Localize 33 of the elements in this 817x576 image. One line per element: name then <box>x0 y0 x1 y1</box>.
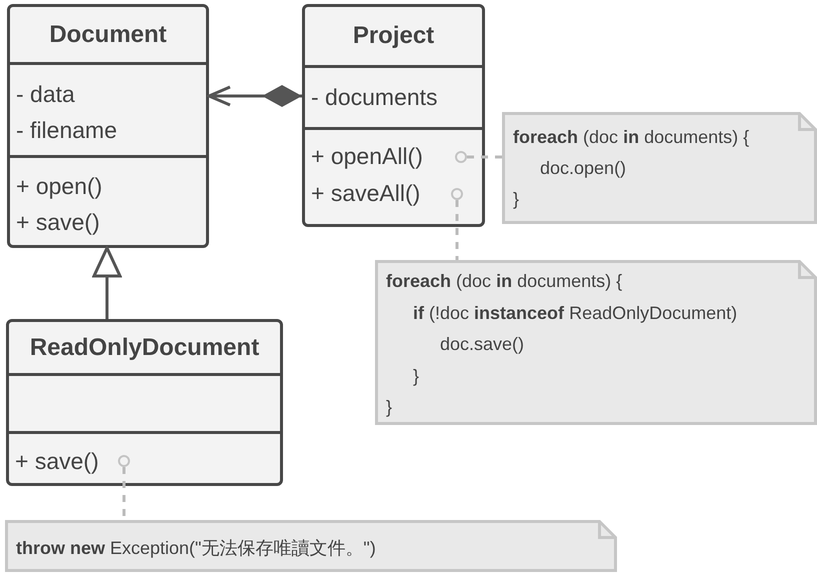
code-line: foreach (doc in documents) { <box>386 271 622 291</box>
method-text: + saveAll() <box>311 180 420 206</box>
code-line: } <box>386 397 392 417</box>
method-text: + save() <box>16 209 100 235</box>
leader-line <box>456 200 458 260</box>
method-text: + openAll() <box>311 143 423 169</box>
attribute-text: - filename <box>16 117 117 143</box>
code-line: throw new Exception("无法保存唯讀文件。") <box>16 538 376 558</box>
anchor-dot <box>455 151 467 163</box>
note-box <box>5 520 617 572</box>
note-box <box>375 260 817 425</box>
class-name: Project <box>352 22 434 50</box>
code-line: foreach (doc in documents) { <box>513 127 750 147</box>
class-name: ReadOnlyDocument <box>30 334 260 362</box>
attribute-text: - documents <box>311 84 438 110</box>
anchor-dot <box>118 455 130 467</box>
note-box <box>502 112 817 224</box>
code-line: } <box>413 366 420 386</box>
attribute-text: - data <box>16 81 75 107</box>
method-text: + open() <box>16 173 102 199</box>
inheritance-arrow <box>92 246 122 319</box>
leader-line <box>467 156 502 158</box>
composition-arrow <box>208 85 302 107</box>
code-line: if (!doc instanceof ReadOnlyDocument) <box>413 302 738 322</box>
class-name: Document <box>49 20 167 48</box>
code-line: doc.open() <box>540 158 626 178</box>
class-box <box>6 319 283 486</box>
class-box <box>302 4 485 227</box>
code-line: } <box>513 189 520 209</box>
method-text: + save() <box>15 448 99 474</box>
code-line: doc.save() <box>440 334 524 354</box>
anchor-dot <box>451 188 463 200</box>
class-box <box>7 4 209 248</box>
